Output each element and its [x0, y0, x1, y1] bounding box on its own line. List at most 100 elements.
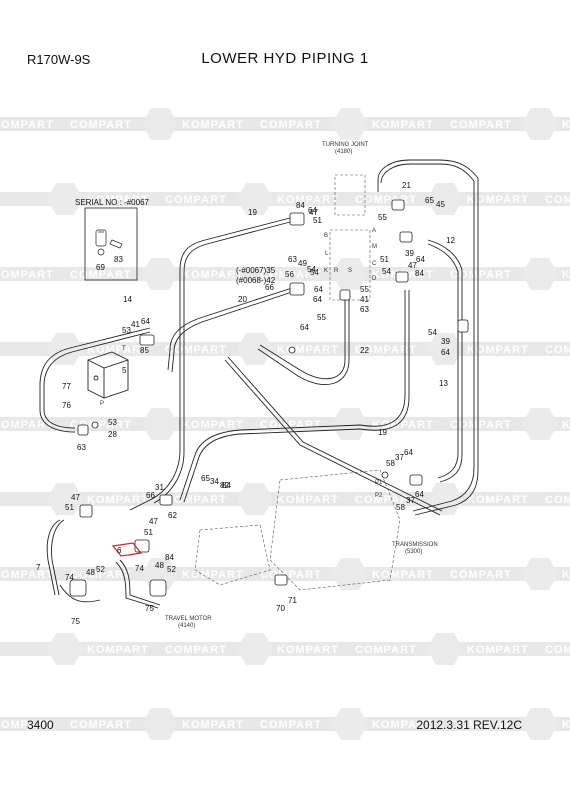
page-header: R170W-9S LOWER HYD PIPING 1 [0, 48, 570, 72]
port-m-label: M [372, 244, 377, 250]
callout-82: 82 [220, 481, 229, 490]
watermark-text: COMPART [165, 494, 227, 506]
callout-47: 47 [149, 517, 158, 526]
watermark-logo-icon [427, 483, 463, 515]
callout-77: 77 [62, 382, 71, 391]
callout-41: 41 [131, 320, 140, 329]
watermark-logo-icon [237, 183, 273, 215]
callout-34: 34 [210, 477, 219, 486]
watermark-logo-icon [522, 258, 558, 290]
travel-motor-label: TRAVEL MOTOR [165, 616, 212, 622]
watermark-text: KOMPART [182, 719, 244, 731]
callout-54: 54 [428, 328, 437, 337]
callout-85: 85 [140, 346, 149, 355]
watermark-logo-icon [47, 633, 83, 665]
callout-22: 22 [360, 346, 369, 355]
watermark-text: COMPART [545, 494, 570, 506]
callout-63: 63 [288, 255, 297, 264]
watermark-band [0, 567, 570, 581]
watermark-logo-icon [522, 558, 558, 590]
callout-69: 69 [96, 263, 105, 272]
callout-75: 75 [71, 617, 80, 626]
callout-71: 71 [288, 596, 297, 605]
watermark-text: KOMPART [0, 419, 54, 431]
callout-66: 66 [146, 491, 155, 500]
callout-53: 53 [108, 418, 117, 427]
watermark-text: COMPART [450, 269, 512, 281]
watermark-text: COMPART [450, 569, 512, 581]
port-p-label: P [100, 401, 104, 407]
watermark-band [0, 192, 570, 206]
watermark-text: KOMPART [0, 119, 54, 131]
callout-48: 48 [86, 568, 95, 577]
callout-48: 48 [155, 561, 164, 570]
watermark-text: KOMPART [562, 119, 570, 131]
callout-74: 74 [135, 564, 144, 573]
watermark-logo-icon [522, 408, 558, 440]
watermark-text: COMPART [355, 194, 417, 206]
watermark-logo-icon [47, 183, 83, 215]
watermark-text: KOMPART [277, 494, 339, 506]
watermark-band [0, 417, 570, 431]
port-b-label: B [324, 233, 328, 239]
transmission-label: TRANSMISSION [392, 542, 438, 548]
callout-47: 47 [309, 208, 318, 217]
watermark-text: KOMPART [277, 344, 339, 356]
turning-joint-label: TURNING JOINT [322, 142, 369, 148]
callout-70: 70 [276, 604, 285, 613]
callout-64: 64 [308, 206, 317, 215]
watermark-logo-icon [47, 483, 83, 515]
watermark-text: COMPART [355, 644, 417, 656]
callout-21: 21 [402, 181, 411, 190]
watermark-logo-icon [332, 708, 368, 740]
watermark-text: COMPART [545, 344, 570, 356]
watermark-band [0, 492, 570, 506]
callout-55: 55 [378, 213, 387, 222]
watermark-band [0, 642, 570, 656]
callout-39: 39 [405, 249, 414, 258]
watermark-text: COMPART [545, 644, 570, 656]
callout-64: 64 [141, 317, 150, 326]
watermark-logo-icon [427, 183, 463, 215]
watermark-text: KOMPART [87, 344, 149, 356]
watermark-text: COMPART [260, 119, 322, 131]
watermark-text: COMPART [260, 569, 322, 581]
watermark-logo-icon [332, 558, 368, 590]
callout-65: 65 [425, 196, 434, 205]
watermark-logo-icon [142, 108, 178, 140]
watermark-text: KOMPART [372, 419, 434, 431]
callout-47: 47 [408, 261, 417, 270]
watermark-text: KOMPART [87, 644, 149, 656]
transmission-body [194, 469, 401, 591]
watermark-text: KOMPART [467, 344, 529, 356]
callout-64: 64 [416, 255, 425, 264]
travel-motor-number: (4140) [178, 623, 195, 629]
watermark-logo-icon [332, 258, 368, 290]
callout-52: 52 [167, 565, 176, 574]
callout-49: 49 [298, 259, 307, 268]
callout-55: 55 [360, 285, 369, 294]
watermark-layer: KOMPART COMPART KOMPART COMPART KOMPART COMPA… [0, 108, 570, 740]
callout-84: 84 [165, 553, 174, 562]
watermark-text: KOMPART [372, 719, 434, 731]
watermark-text: KOMPART [562, 269, 570, 281]
watermark-logo-icon [332, 108, 368, 140]
callout-62: 62 [168, 511, 177, 520]
serial-label: SERIAL NO : -#0067 [75, 198, 150, 207]
callout-39: 39 [441, 337, 450, 346]
watermark-text: KOMPART [467, 194, 529, 206]
callout-64: 64 [415, 490, 424, 499]
watermark-text: KOMPART [467, 644, 529, 656]
callout-51: 51 [144, 528, 153, 537]
callout-58: 58 [396, 503, 405, 512]
watermark-text: KOMPART [182, 119, 244, 131]
watermark-text: KOMPART [277, 644, 339, 656]
callout-64: 64 [404, 448, 413, 457]
serial-range-1: (-#0067)35 [236, 266, 276, 275]
callout-47: 47 [71, 493, 80, 502]
callout-14: 14 [123, 295, 132, 304]
callout-63: 63 [360, 305, 369, 314]
callout-37: 37 [395, 453, 404, 462]
watermark-text: KOMPART [562, 419, 570, 431]
watermark-text: KOMPART [562, 569, 570, 581]
